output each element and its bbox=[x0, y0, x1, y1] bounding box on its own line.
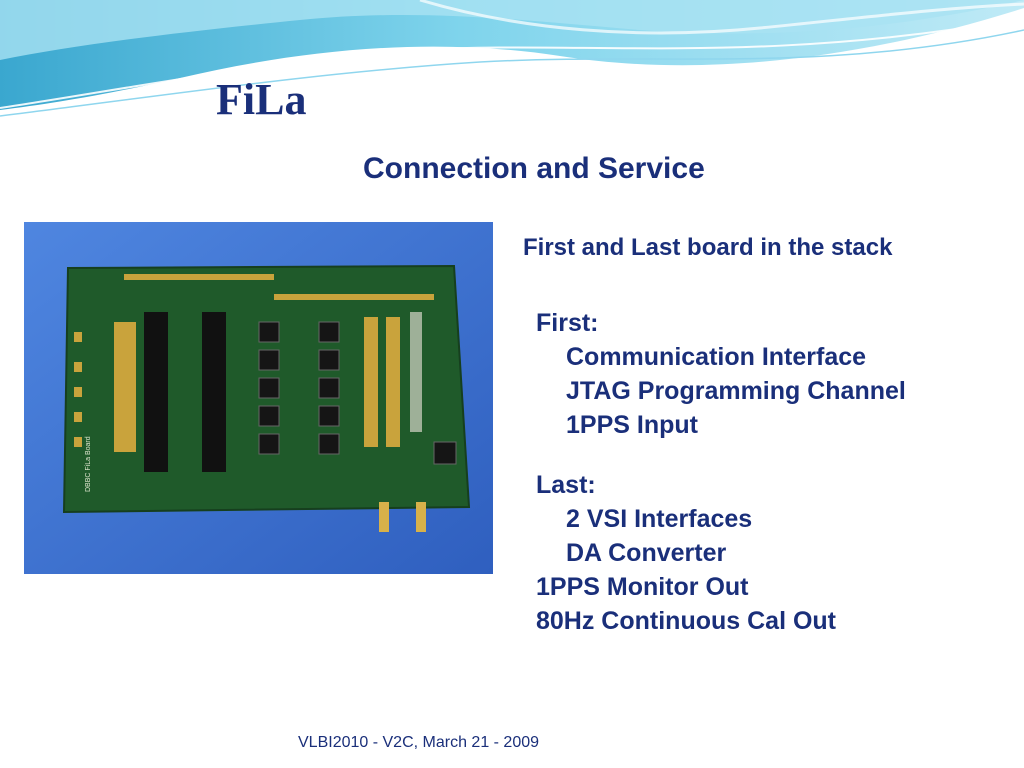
first-item-jtag: JTAG Programming Channel bbox=[566, 377, 906, 405]
stack-heading: First and Last board in the stack bbox=[523, 234, 893, 261]
last-label: Last: bbox=[536, 471, 596, 499]
first-item-1pps-input: 1PPS Input bbox=[566, 411, 698, 439]
slide-footer: VLBI2010 - V2C, March 21 - 2009 bbox=[298, 734, 540, 751]
fila-board-photo: DBBC FiLa Board bbox=[24, 222, 493, 574]
slide-subtitle: Connection and Service bbox=[363, 152, 705, 185]
board-label: DBBC FiLa Board bbox=[85, 436, 92, 492]
first-item-communication: Communication Interface bbox=[566, 343, 867, 371]
last-item-da-converter: DA Converter bbox=[566, 539, 727, 567]
first-label: First: bbox=[536, 309, 599, 337]
last-item-vsi: 2 VSI Interfaces bbox=[566, 505, 753, 533]
header-wave-decoration bbox=[0, 0, 1024, 117]
item-1pps-monitor: 1PPS Monitor Out bbox=[536, 573, 749, 601]
slide-title: FiLa bbox=[216, 75, 307, 124]
item-80hz-cal: 80Hz Continuous Cal Out bbox=[536, 607, 836, 635]
